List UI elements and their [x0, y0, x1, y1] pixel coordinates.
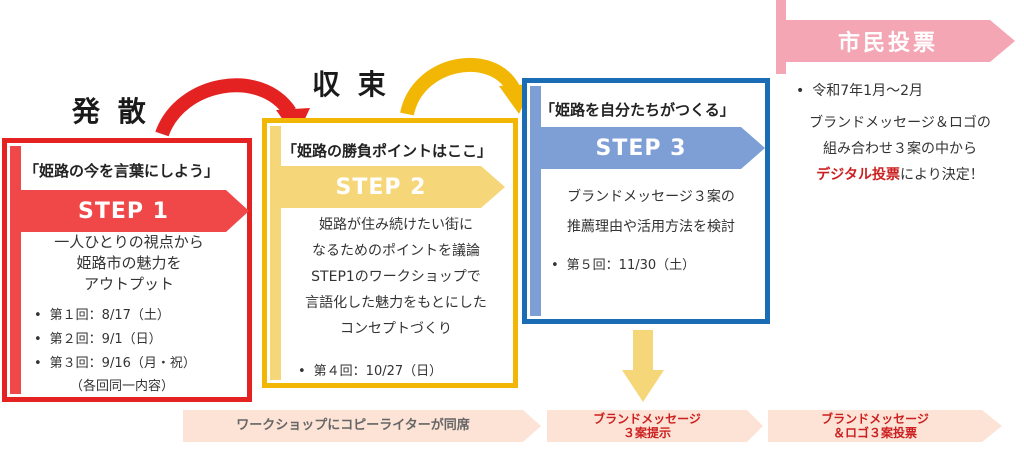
step2-label: STEP 2: [335, 174, 427, 200]
band-copywriter-shape: [183, 410, 541, 442]
step3-desc-line-2: 推薦理由や活用方法を検討: [567, 219, 735, 235]
step2-desc-line-3: STEP1のワークショップで: [311, 269, 481, 285]
step3-label: STEP 3: [595, 135, 687, 161]
vote-flag-pole: [776, 0, 786, 74]
step3-box: [522, 78, 770, 324]
step2-desc-line-5: コンセプトづくり: [340, 321, 452, 337]
step1-note: （各回同一内容）: [70, 379, 175, 394]
band-copywriter: ワークショップにコピーライターが同席: [236, 418, 470, 433]
band-present-line-2: ３案提示: [622, 426, 671, 440]
step1-desc-line-2: 姫路市の魅力を: [76, 254, 182, 272]
step1-flag-pole: [10, 146, 21, 394]
vote-desc-line-1: ブランドメッセージ＆ロゴの: [809, 115, 991, 131]
step1-desc-line-1: 一人ひとりの視点から: [54, 233, 204, 251]
phase-diverge-label: 発 散: [72, 95, 150, 128]
step1-session-2: 第２回：9/1（日）: [34, 328, 162, 347]
band-vote-line-2: ＆ロゴ３案投票: [832, 426, 917, 440]
phase-converge-label: 収 束: [312, 68, 390, 101]
step3-flag-shape: [541, 127, 765, 169]
vote-highlight: デジタル投票: [816, 167, 900, 183]
vote-suffix: により決定！: [900, 167, 984, 183]
step3-session-1: 第５回：11/30（土）: [551, 254, 695, 273]
step1-quote: 「姫路の今を言葉にしよう」: [24, 162, 220, 180]
band-vote-line-1: ブランドメッセージ: [821, 412, 929, 426]
step1-session-3: 第３回：9/16（月・祝）: [34, 352, 196, 371]
step2-desc-line-1: 姫路が住み続けたい街に: [319, 217, 473, 233]
step2-flag-shape: [281, 166, 505, 208]
step1-label: STEP 1: [78, 198, 169, 224]
band-present-line-1: ブランドメッセージ: [593, 412, 701, 426]
step2-flag-pole: [270, 126, 281, 380]
band-present-shape: [547, 410, 763, 442]
step1-flag-shape: [21, 190, 249, 232]
band-present: ブランドメッセージ ３案提示: [547, 411, 747, 441]
vote-flag-shape: [786, 20, 1015, 62]
vote-label: 市民投票: [837, 31, 938, 56]
vote-desc-line-2: 組み合わせ３案の中から: [823, 141, 977, 157]
band-vote-shape: [768, 410, 1002, 442]
step2-desc-line-4: 言語化した魅力をもとにした: [305, 295, 487, 311]
step2-quote: 「姫路の勝負ポイントはここ」: [282, 142, 493, 160]
vote-desc-line-3: デジタル投票により決定！: [780, 162, 1020, 188]
step2-session-1: 第４回：10/27（日）: [298, 360, 442, 379]
step1-desc-line-3: アウトプット: [83, 275, 174, 293]
down-arrow-icon: [622, 330, 664, 402]
vote-period: 令和7年1月～2月: [796, 80, 923, 100]
band-vote: ブランドメッセージ ＆ロゴ３案投票: [768, 411, 982, 441]
step2-desc-line-2: なるためのポイントを議論: [312, 243, 480, 259]
step3-desc-line-1: ブランドメッセージ３案の: [567, 189, 735, 205]
step3-flag-pole: [530, 86, 541, 316]
step2-box: [262, 118, 518, 388]
step3-quote: 「姫路を自分たちがつくる」: [540, 101, 735, 119]
step1-session-1: 第１回：8/17（土）: [34, 304, 170, 323]
